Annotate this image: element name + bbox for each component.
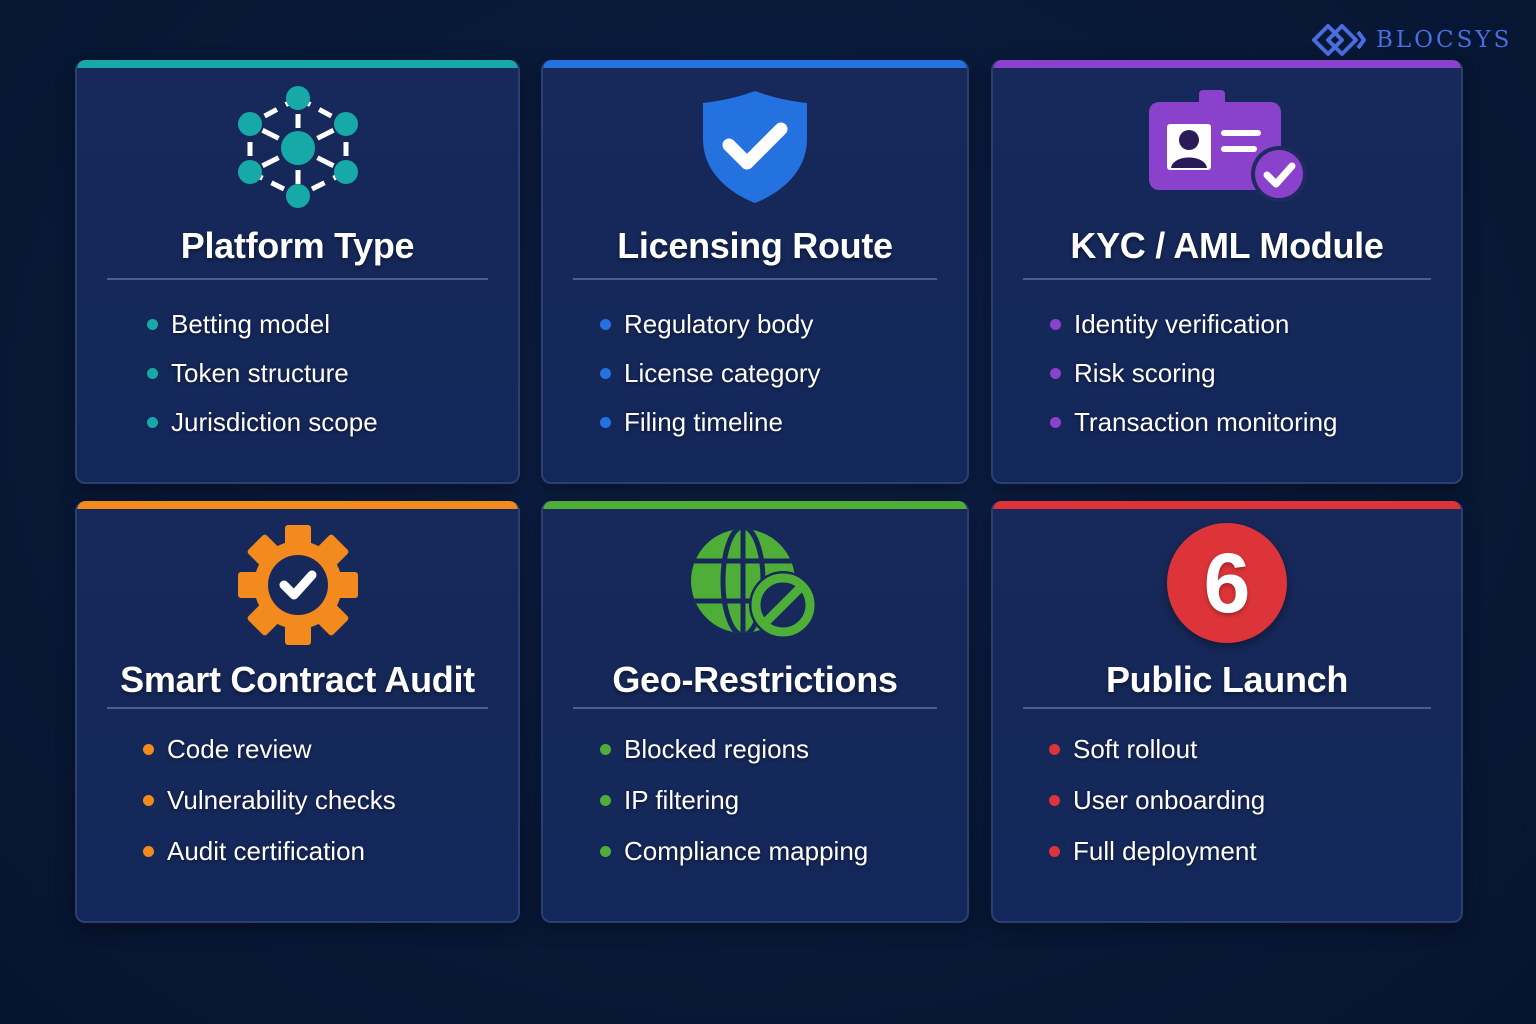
card-title: Platform Type <box>180 225 415 266</box>
list-item: Blocked regions <box>600 724 868 775</box>
bullet-dot <box>600 417 611 428</box>
card-kyc-aml-module: KYC / AML Module Identity verification R… <box>991 60 1463 484</box>
gear-check-icon <box>237 525 358 645</box>
shield-check-icon <box>703 91 807 203</box>
card-item-list: Code review Vulnerability checks Audit c… <box>143 724 396 877</box>
card-item-list: Betting model Token structure Jurisdicti… <box>147 300 378 447</box>
list-item: IP filtering <box>600 775 868 826</box>
bullet-dot <box>600 319 611 330</box>
list-item: Identity verification <box>1050 300 1338 349</box>
bullet-dot <box>600 744 611 755</box>
card-accent-bar <box>77 501 518 509</box>
card-licensing-route: Licensing Route Regulatory body License … <box>541 60 969 484</box>
bullet-dot <box>147 368 158 379</box>
bullet-dot <box>1049 846 1060 857</box>
bullet-dot <box>600 846 611 857</box>
list-item: Jurisdiction scope <box>147 398 378 447</box>
bullet-dot <box>600 795 611 806</box>
number-six-badge-icon: 6 <box>1167 523 1287 643</box>
card-accent-bar <box>543 501 967 509</box>
list-item: Full deployment <box>1049 826 1265 877</box>
globe-blocked-icon <box>691 529 817 639</box>
blocsys-logo-icon <box>1312 24 1366 56</box>
divider <box>1023 707 1431 709</box>
card-platform-type: Platform Type Betting model Token struct… <box>75 60 520 484</box>
card-title: Licensing Route <box>617 225 893 266</box>
card-accent-bar <box>993 60 1461 68</box>
card-title: Geo-Restrictions <box>612 659 898 700</box>
bullet-dot <box>147 417 158 428</box>
bullet-dot <box>1049 744 1060 755</box>
divider <box>107 278 488 280</box>
id-card-check-icon <box>1149 90 1307 202</box>
card-accent-bar <box>77 60 518 68</box>
brand-logo: BLOCSYS <box>1310 20 1512 60</box>
list-item: Soft rollout <box>1049 724 1265 775</box>
list-item: Filing timeline <box>600 398 821 447</box>
card-accent-bar <box>993 501 1461 509</box>
card-item-list: Identity verification Risk scoring Trans… <box>1050 300 1338 447</box>
divider <box>573 278 937 280</box>
list-item: Token structure <box>147 349 378 398</box>
list-item: Compliance mapping <box>600 826 868 877</box>
list-item: User onboarding <box>1049 775 1265 826</box>
list-item: Vulnerability checks <box>143 775 396 826</box>
network-nodes-icon <box>237 86 358 208</box>
badge-number: 6 <box>1203 536 1251 630</box>
bullet-dot <box>1049 795 1060 806</box>
bullet-dot <box>1050 319 1061 330</box>
list-item: Transaction monitoring <box>1050 398 1338 447</box>
divider <box>1023 278 1431 280</box>
bullet-dot <box>147 319 158 330</box>
card-title: Smart Contract Audit <box>120 659 475 700</box>
list-item: Audit certification <box>143 826 396 877</box>
card-public-launch: 6 Public Launch Soft rollout User onboar… <box>991 501 1463 923</box>
bullet-dot <box>143 795 154 806</box>
brand-name: BLOCSYS <box>1376 27 1513 53</box>
card-title: Public Launch <box>1105 659 1349 700</box>
card-item-list: Soft rollout User onboarding Full deploy… <box>1049 724 1265 877</box>
bullet-dot <box>143 846 154 857</box>
card-smart-contract-audit: Smart Contract Audit Code review Vulnera… <box>75 501 520 923</box>
list-item: Regulatory body <box>600 300 821 349</box>
bullet-dot <box>1050 417 1061 428</box>
card-item-list: Blocked regions IP filtering Compliance … <box>600 724 868 877</box>
list-item: Betting model <box>147 300 378 349</box>
bullet-dot <box>1050 368 1061 379</box>
list-item: License category <box>600 349 821 398</box>
bullet-dot <box>143 744 154 755</box>
card-item-list: Regulatory body License category Filing … <box>600 300 821 447</box>
divider <box>573 707 937 709</box>
card-accent-bar <box>543 60 967 68</box>
list-item: Risk scoring <box>1050 349 1338 398</box>
card-title: KYC / AML Module <box>1070 225 1384 266</box>
bullet-dot <box>600 368 611 379</box>
list-item: Code review <box>143 724 396 775</box>
divider <box>107 707 488 709</box>
card-geo-restrictions: Geo-Restrictions Blocked regions IP filt… <box>541 501 969 923</box>
